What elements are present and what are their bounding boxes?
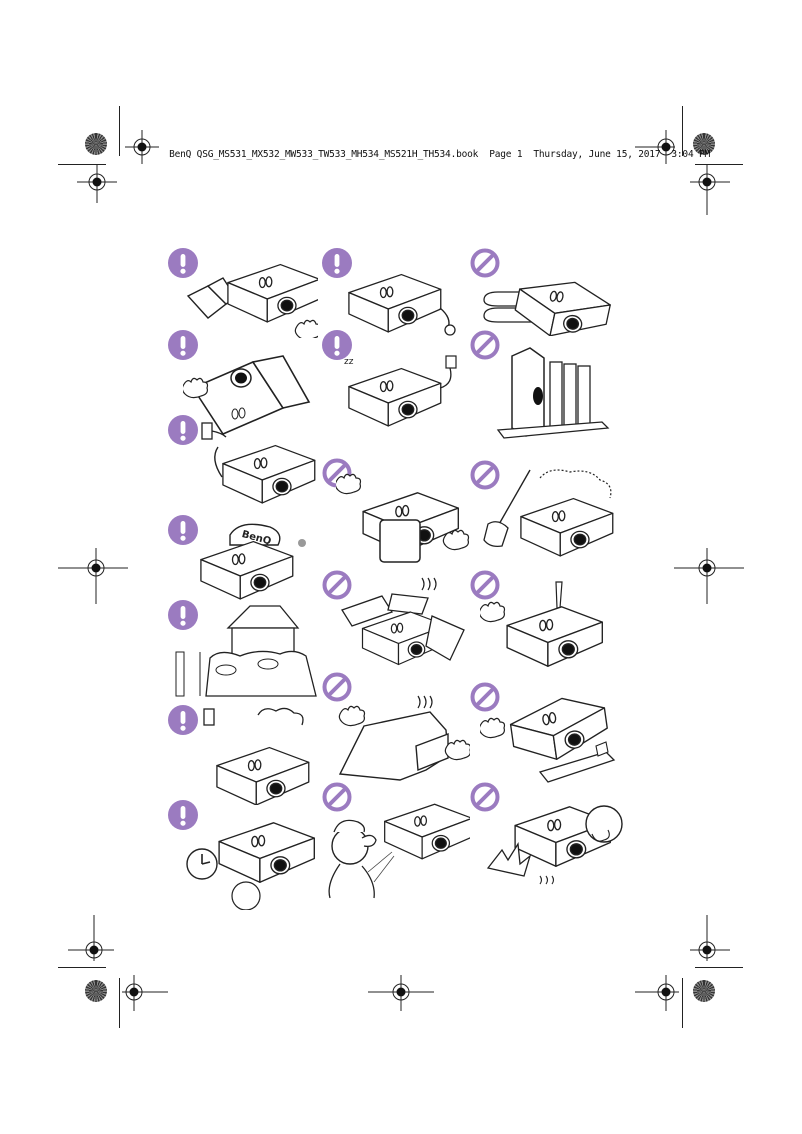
projector-on-pillows-illustration: [483, 270, 614, 336]
registration-target-icon: [68, 915, 114, 961]
projector-buried-illustration: [341, 577, 465, 666]
crop-mark: [695, 967, 743, 968]
crop-mark: [58, 164, 106, 165]
projector-cord-illustration: [348, 273, 456, 336]
illustration-no-stare-lens: [322, 782, 470, 899]
projector-storm-cloud-illustration: [203, 707, 310, 805]
projector-plug-illustration: [201, 422, 316, 504]
crop-mark: [119, 978, 120, 1028]
print-slug-header: BenQ QSG_MS531_MX532_MW533_TW533_MH534_M…: [147, 138, 710, 171]
crop-mark: [58, 967, 106, 968]
crop-mark: [682, 106, 683, 156]
illustration-handle-care: [168, 330, 313, 436]
crop-mark: [695, 164, 743, 165]
projector-under-cloth-illustration: [338, 695, 470, 781]
projector-clock-illustration: [186, 822, 315, 910]
svg-text:zz: zz: [344, 357, 354, 367]
registration-target-icon: [125, 130, 159, 164]
illustration-no-vertical: [470, 330, 615, 440]
illustration-altitude: [168, 600, 318, 700]
page-label: Page 1: [489, 149, 523, 160]
registration-target-icon: [58, 548, 128, 604]
illustration-no-liquid: [470, 570, 620, 670]
projector-tilted-illustration: [183, 355, 311, 436]
color-calibration-wheel-icon: [693, 133, 715, 155]
projector-dusty-broom-illustration: [483, 469, 614, 557]
illustration-no-touch-vent: [470, 782, 630, 887]
registration-target-icon: [635, 975, 679, 1011]
book-filename: BenQ QSG_MS531_MX532_MW533_TW533_MH534_M…: [169, 149, 479, 160]
illustration-no-dust: [470, 460, 630, 560]
projector-tilted-book-illustration: [480, 696, 616, 783]
mountain-altitude-illustration: [175, 605, 317, 697]
registration-target-icon: [368, 975, 434, 1011]
color-calibration-wheel-icon: [85, 980, 107, 1002]
illustration-grounded-outlet: [168, 415, 318, 505]
illustration-no-soft-surface: [470, 248, 615, 336]
projector-liquid-illustration: [480, 581, 603, 667]
registration-target-icon: [122, 975, 168, 1011]
illustration-genuine-lamp: BenQ: [168, 515, 318, 600]
illustration-cool-down: [322, 248, 467, 336]
illustration-lamp-hours: [168, 800, 328, 910]
illustration-no-tilt: [470, 682, 620, 783]
color-calibration-wheel-icon: [85, 133, 107, 155]
color-calibration-wheel-icon: [693, 980, 715, 1002]
print-time: 3:04 PM: [671, 149, 711, 160]
registration-target-icon: [77, 165, 117, 203]
projector-sleeping-illustration: zz: [344, 355, 457, 427]
projector-benq-cap-illustration: BenQ: [200, 523, 306, 600]
crop-mark: [119, 106, 120, 156]
illustration-no-cover-items: [322, 570, 470, 670]
illustration-read-manual: [168, 248, 318, 338]
caution-exclamation-icon: [168, 415, 198, 445]
registration-target-icon: [690, 165, 730, 215]
projector-standing-bookshelf-illustration: [496, 347, 610, 439]
print-date: Thursday, June 15, 2017: [533, 149, 661, 160]
registration-target-icon: [674, 548, 744, 604]
illustration-disconnect-power: zz: [322, 330, 467, 427]
registration-target-icon: [690, 915, 730, 961]
projector-blocked-lens-illustration: [336, 473, 470, 563]
illustration-no-block-lens: [322, 458, 470, 563]
caution-exclamation-icon: [168, 705, 198, 735]
illustration-unplug-storm: [168, 705, 318, 805]
projector-hot-fan-illustration: [486, 805, 623, 885]
person-shielding-eyes-illustration: [328, 803, 470, 899]
registration-target-icon: [635, 130, 675, 164]
illustration-no-cover-cloth: [322, 672, 470, 781]
projector-with-manual-illustration: [186, 263, 318, 338]
crop-mark: [682, 978, 683, 1028]
